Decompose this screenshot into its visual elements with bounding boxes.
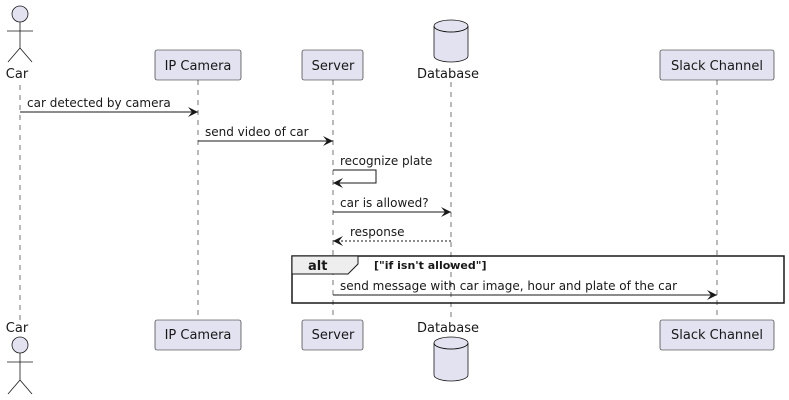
alt-fragment: alt ["if isn't allowed"] xyxy=(291,255,785,304)
participant-label-slack-channel-bottom: Slack Channel xyxy=(671,328,763,343)
database-icon-bottom xyxy=(433,336,469,382)
actor-head xyxy=(11,5,29,23)
message-send-video: send video of car xyxy=(198,125,333,146)
participant-label-car-top: Car xyxy=(6,67,29,82)
participant-label-database-bottom: Database xyxy=(417,321,479,336)
message-label: recognize plate xyxy=(340,154,432,168)
message-label: car detected by camera xyxy=(27,96,171,110)
participant-label-car-bottom: Car xyxy=(6,321,29,336)
message-label: send message with car image, hour and pl… xyxy=(340,279,677,293)
message-label: response xyxy=(350,225,405,239)
lifelines xyxy=(19,80,718,320)
message-label: send video of car xyxy=(205,125,309,139)
message-car-detected: car detected by camera xyxy=(20,96,198,117)
database-icon-top xyxy=(433,19,469,63)
message-send-slack: send message with car image, hour and pl… xyxy=(333,279,717,300)
participant-slack-channel-top: Slack Channel xyxy=(659,49,775,81)
participant-ip-camera-bottom: IP Camera xyxy=(154,319,242,351)
participant-label-ip-camera-top: IP Camera xyxy=(165,59,232,74)
alt-keyword: alt xyxy=(308,259,327,274)
actor-car-top xyxy=(7,5,33,63)
alt-guard: ["if isn't allowed"] xyxy=(374,259,487,272)
message-response: response xyxy=(333,225,451,246)
participant-label-database-top: Database xyxy=(417,67,479,82)
message-car-is-allowed: car is allowed? xyxy=(333,196,451,217)
message-recognize-plate: recognize plate xyxy=(333,154,432,188)
participant-label-ip-camera-bottom: IP Camera xyxy=(165,328,232,343)
actor-car-bottom xyxy=(7,336,33,395)
participant-label-server-top: Server xyxy=(312,59,355,74)
participant-label-server-bottom: Server xyxy=(312,328,355,343)
message-label: car is allowed? xyxy=(340,196,429,210)
actor-head xyxy=(11,336,29,354)
participant-server-bottom: Server xyxy=(301,319,364,351)
participant-label-slack-channel-top: Slack Channel xyxy=(671,59,763,74)
participant-ip-camera-top: IP Camera xyxy=(154,49,242,81)
participant-server-top: Server xyxy=(301,49,364,81)
participant-slack-channel-bottom: Slack Channel xyxy=(659,319,775,351)
